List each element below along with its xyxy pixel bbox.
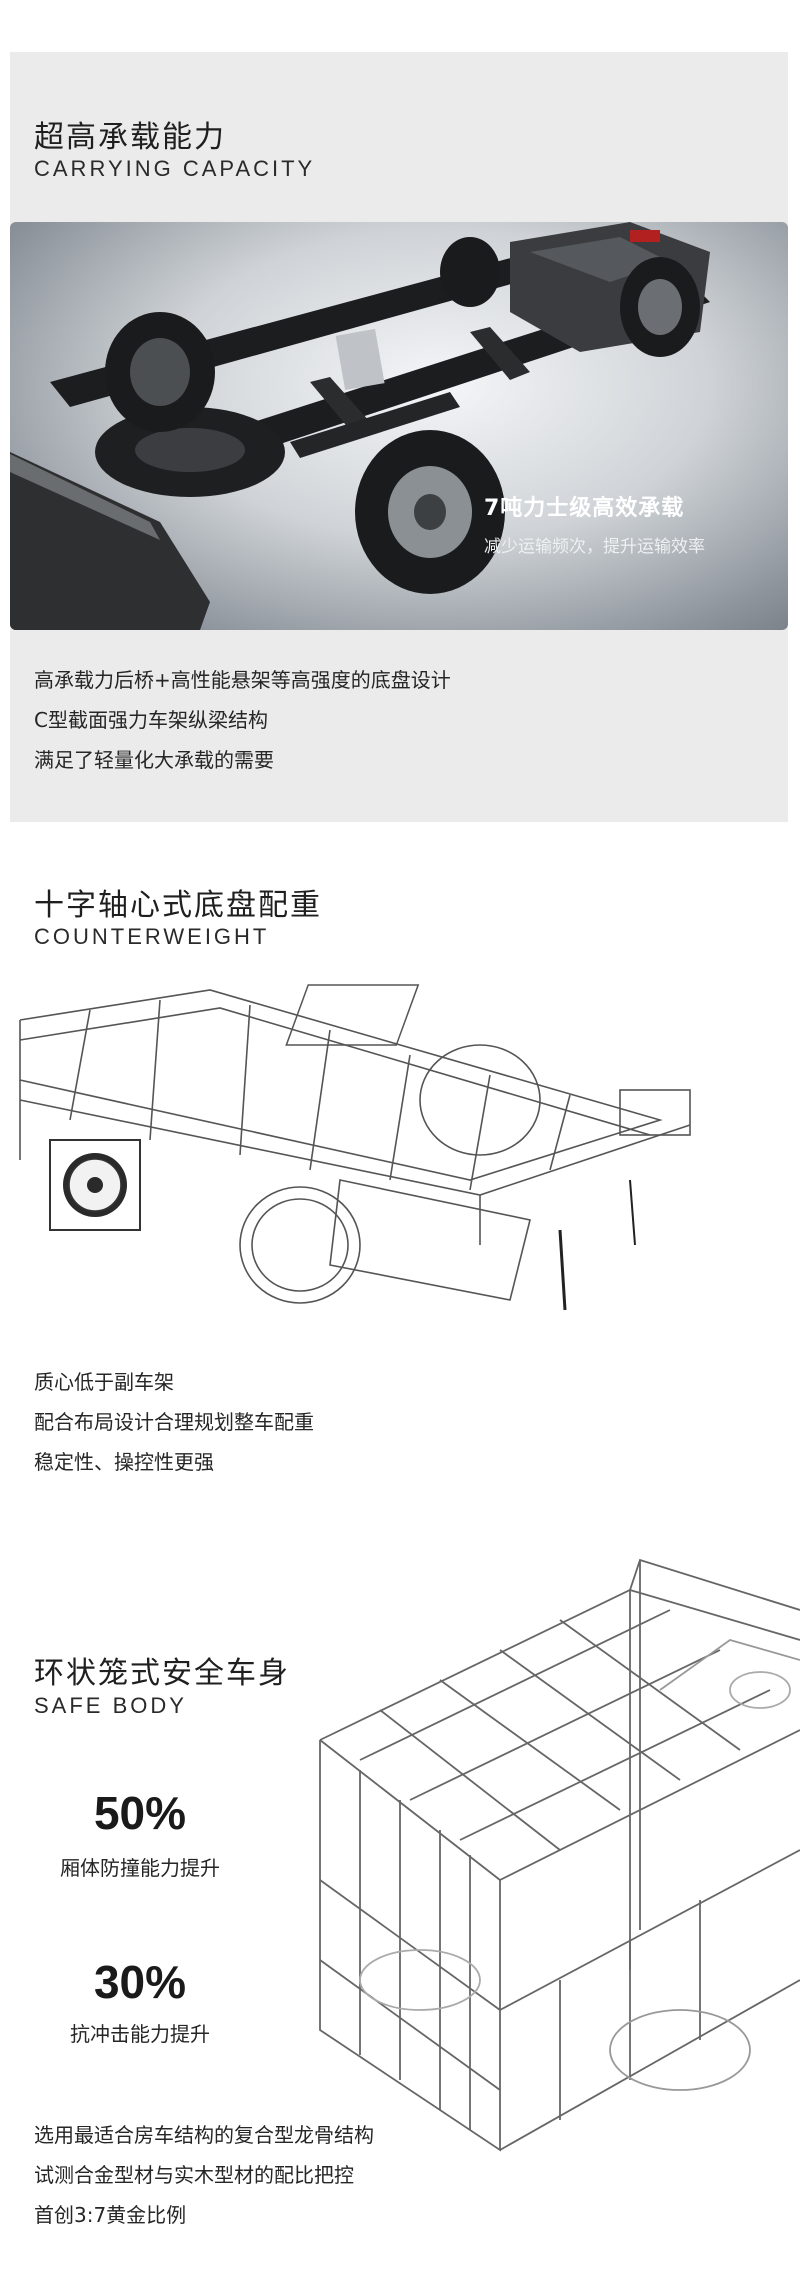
section-title: 超高承载能力	[34, 120, 226, 155]
photo-caption-subtitle: 减少运输频次，提升运输效率	[484, 537, 705, 557]
stat-value: 50%	[93, 1787, 187, 1839]
section-description: 选用最适合房车结构的复合型龙骨结构 试测合金型材与实木型材的配比把控 首创3:7…	[34, 2115, 374, 2235]
stat-label: 抗冲击能力提升	[70, 2022, 210, 2046]
chassis-photo	[10, 222, 788, 630]
description-line: C型截面强力车架纵梁结构	[34, 708, 268, 732]
description-line: 高承载力后桥+高性能悬架等高强度的底盘设计	[34, 668, 451, 692]
photo-caption-title: 7吨力士级高效承载	[484, 496, 685, 521]
safe-body-frame-drawing	[300, 1550, 800, 2170]
description-line: 质心低于副车架	[34, 1370, 174, 1394]
description-line: 满足了轻量化大承载的需要	[34, 748, 274, 772]
section-description: 质心低于副车架 配合布局设计合理规划整车配重 稳定性、操控性更强	[34, 1362, 314, 1482]
stat-value: 30%	[93, 1956, 187, 2008]
chassis-line-drawing	[10, 980, 710, 1350]
section-subtitle: SAFE BODY	[34, 1693, 187, 1718]
section-title: 十字轴心式底盘配重	[34, 888, 322, 923]
chassis-illustration	[10, 222, 710, 630]
section-description: 高承载力后桥+高性能悬架等高强度的底盘设计 C型截面强力车架纵梁结构 满足了轻量…	[34, 660, 451, 780]
description-line: 首创3:7黄金比例	[34, 2203, 187, 2227]
section-title: 环状笼式安全车身	[34, 1656, 290, 1691]
description-line: 选用最适合房车结构的复合型龙骨结构	[34, 2123, 374, 2147]
stat-label: 厢体防撞能力提升	[60, 1856, 220, 1880]
description-line: 试测合金型材与实木型材的配比把控	[34, 2163, 354, 2187]
section-subtitle: COUNTERWEIGHT	[34, 924, 270, 949]
description-line: 稳定性、操控性更强	[34, 1450, 214, 1474]
description-line: 配合布局设计合理规划整车配重	[34, 1410, 314, 1434]
section-subtitle: CARRYING CAPACITY	[34, 156, 316, 181]
